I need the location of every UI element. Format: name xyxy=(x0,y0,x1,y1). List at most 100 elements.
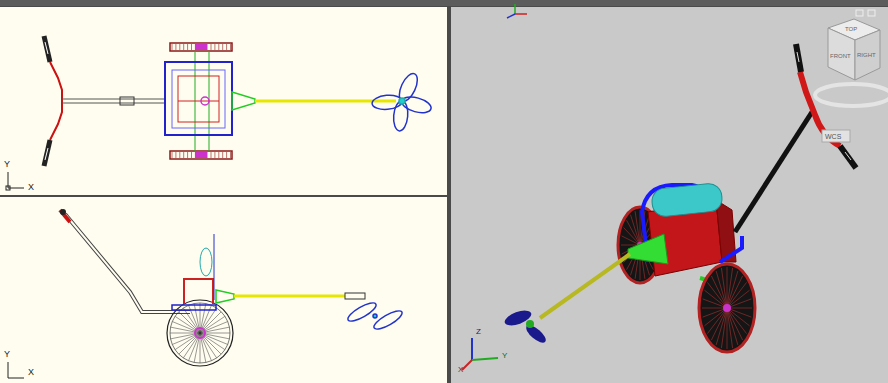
propeller-plan xyxy=(399,98,405,104)
frame-plan xyxy=(172,70,225,128)
propeller-3d xyxy=(503,308,549,346)
propeller-side xyxy=(346,300,405,333)
wheel-plan xyxy=(195,152,207,158)
iso-view xyxy=(462,4,888,370)
handle-pole xyxy=(62,103,165,104)
propeller-3d xyxy=(526,320,534,328)
handle-side xyxy=(60,209,190,312)
ucs-icon xyxy=(6,186,10,190)
body-frame xyxy=(184,279,213,304)
axis-label: Y xyxy=(502,352,507,360)
wheel-plan xyxy=(226,44,227,50)
viewcube-label: WCS xyxy=(825,133,841,140)
window-buttons xyxy=(868,10,875,16)
viewport-backgrounds xyxy=(0,197,447,383)
axis-label: X xyxy=(28,183,34,192)
top-axis xyxy=(515,13,527,15)
propeller-side xyxy=(346,300,379,325)
handle-side xyxy=(60,209,66,215)
rear-wheel xyxy=(640,210,641,245)
rear-wheel xyxy=(631,215,641,245)
viewport-backgrounds xyxy=(451,7,888,383)
wheel-plan xyxy=(214,44,215,50)
axis-label: X xyxy=(28,368,34,377)
viewcube-face: TOP xyxy=(845,26,857,32)
tank xyxy=(651,182,724,217)
frame-plan xyxy=(165,62,232,135)
viewcube-face: FRONT xyxy=(830,53,851,59)
wheel-plan xyxy=(218,152,219,158)
ucs-icon xyxy=(8,362,9,378)
wheel-side xyxy=(167,300,233,366)
platform xyxy=(172,305,216,310)
front-wheel xyxy=(704,308,727,326)
wheel-side xyxy=(195,328,205,338)
handle-3d xyxy=(840,146,856,168)
ucs-icon xyxy=(6,172,24,190)
propeller-plan xyxy=(372,71,433,132)
top-axis xyxy=(514,4,516,14)
front-wheel xyxy=(699,264,755,352)
front-wheel xyxy=(727,308,738,345)
front-wheel xyxy=(699,264,755,352)
front-wheel xyxy=(727,308,733,348)
front-wheel xyxy=(727,308,728,349)
ucs-icon xyxy=(471,338,473,360)
frame-plan xyxy=(165,62,232,135)
wheel-plan xyxy=(183,152,184,158)
frame-plan xyxy=(178,76,219,122)
wheel-plan xyxy=(230,152,231,158)
side-view xyxy=(8,209,404,378)
wheel-plan xyxy=(218,44,219,50)
view-cube xyxy=(815,19,888,142)
handle-side xyxy=(65,214,190,312)
handle-3d xyxy=(845,152,851,160)
front-wheel xyxy=(721,268,727,308)
viewcube-face: RIGHT xyxy=(857,52,876,58)
blue-frame xyxy=(720,236,742,262)
mast xyxy=(200,234,214,300)
axis-label: Z xyxy=(476,328,481,336)
wheel-plan xyxy=(230,44,231,50)
handle-side xyxy=(60,210,70,222)
wheel-plan xyxy=(226,152,227,158)
handlebar xyxy=(50,62,62,140)
propeller-side xyxy=(372,308,405,333)
handle-3d xyxy=(797,52,799,62)
mast xyxy=(200,248,212,276)
wheel-plan xyxy=(187,152,188,158)
wheel-plan xyxy=(211,152,212,158)
viewport-backgrounds xyxy=(0,0,888,6)
handle-side xyxy=(65,214,190,312)
frame-plan xyxy=(178,101,219,102)
axis-label: Y xyxy=(4,160,10,169)
handlebar xyxy=(45,42,48,54)
ucs-icon xyxy=(8,378,24,379)
nozzle-cone xyxy=(216,290,234,303)
drive-shaft xyxy=(234,295,345,298)
axis-label: Y xyxy=(4,350,10,359)
wheel-plan xyxy=(179,44,180,50)
ucs-icon xyxy=(462,360,472,370)
handlebar xyxy=(44,36,62,166)
top-axis xyxy=(507,4,527,18)
wheel-plan xyxy=(222,44,223,50)
wheel-plan xyxy=(170,43,232,51)
handle-pole xyxy=(62,97,165,105)
wheel-plan xyxy=(191,44,192,50)
view-cube xyxy=(822,130,850,142)
propeller-side xyxy=(373,314,377,318)
axis-label: X xyxy=(458,366,463,374)
wheel-plan xyxy=(191,152,192,158)
viewport-backgrounds xyxy=(0,7,447,195)
plan-view xyxy=(6,36,433,190)
wheel-plan xyxy=(172,152,173,158)
top-axis xyxy=(507,14,515,18)
view-cube xyxy=(815,84,888,106)
wheel-plan xyxy=(214,152,215,158)
wheel-plan xyxy=(222,152,223,158)
shaft-coupling xyxy=(345,293,365,299)
front-wheel xyxy=(716,271,727,308)
